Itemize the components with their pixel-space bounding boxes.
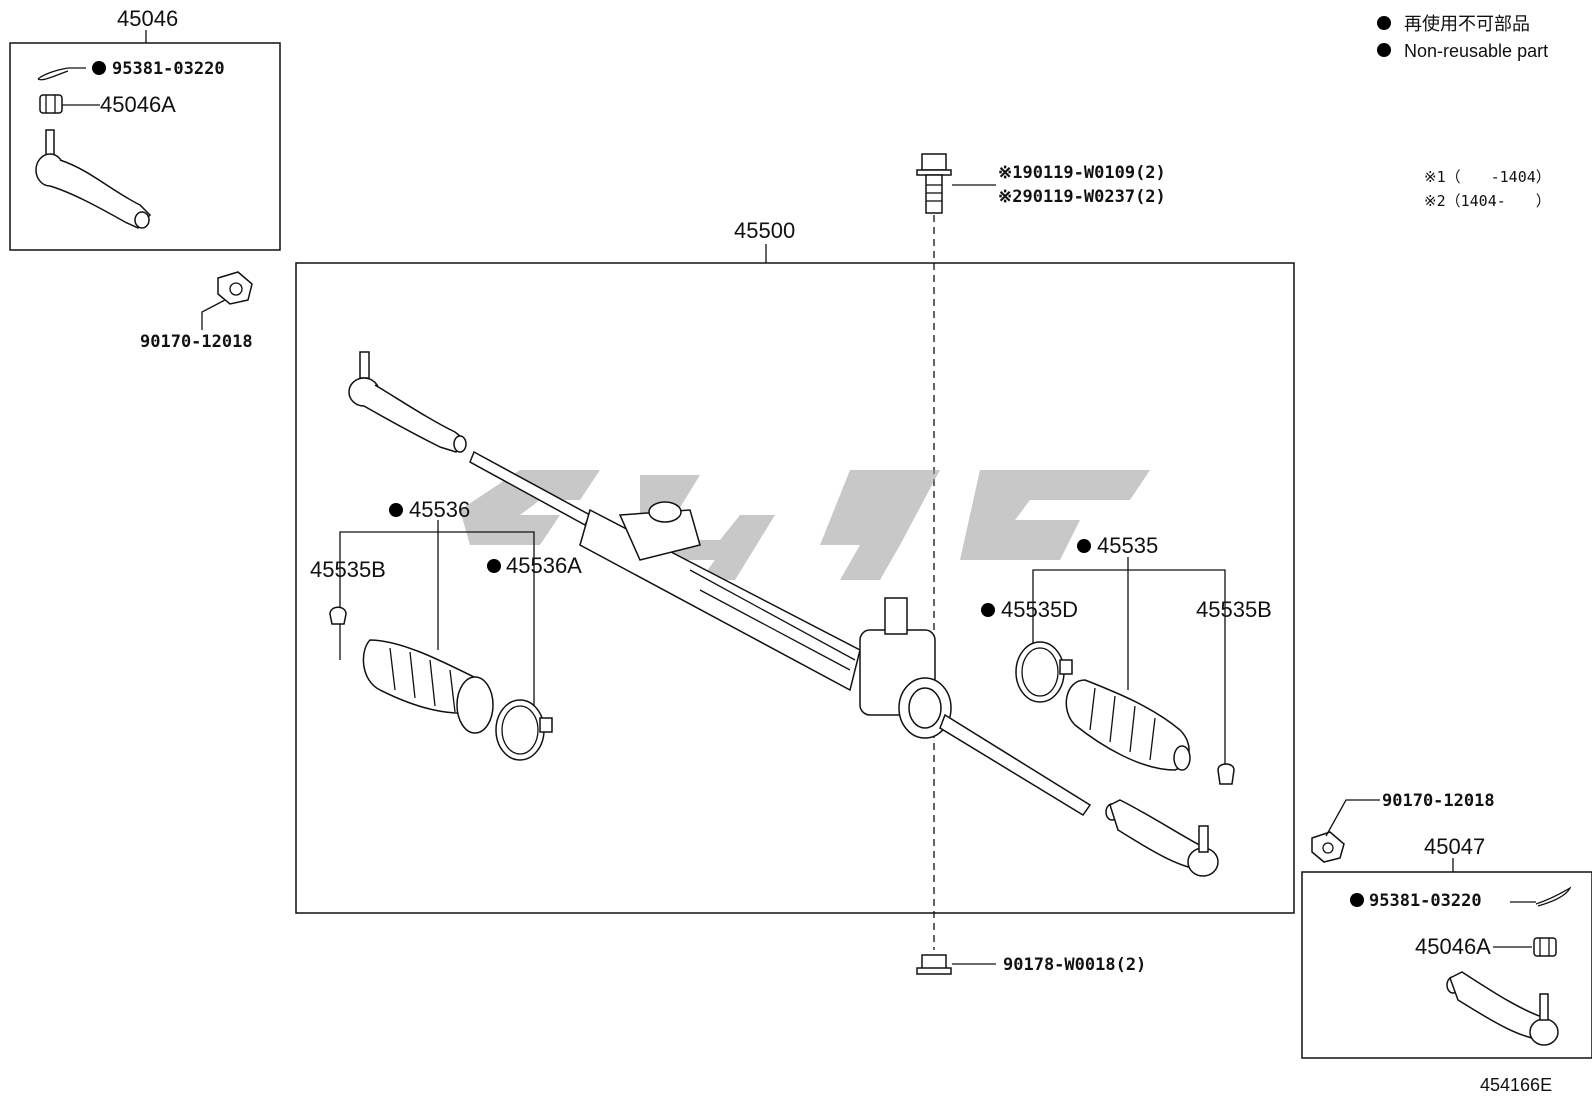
hex-nut-icon (217, 271, 253, 305)
callout-45536: 45536 (409, 497, 470, 522)
callout-45047: 45047 (1424, 834, 1485, 859)
non-reusable-marker-icon (981, 603, 995, 617)
callout-45046A-bottom: 45046A (1415, 934, 1491, 959)
castle-nut-icon (39, 94, 63, 114)
callout-45536A: 45536A (506, 553, 582, 578)
callout-bolt-2: ※290119-W0237(2) (998, 187, 1166, 207)
callout-90178-W0018: 90178-W0018(2) (1003, 955, 1146, 975)
steering-rack-icon (469, 450, 1092, 817)
callout-45535: 45535 (1097, 533, 1158, 558)
callout-90170-12018-right: 90170-12018 (1382, 791, 1495, 811)
callout-45535B-rh: 45535B (1196, 597, 1272, 622)
cotter-pin-icon (1535, 886, 1572, 907)
callout-45500: 45500 (734, 218, 795, 243)
inset-box-tie-rod-rh (1301, 871, 1592, 1059)
clamp-lh-icon (495, 699, 553, 761)
non-reusable-marker-icon (487, 559, 501, 573)
castle-nut-icon (1533, 937, 1557, 957)
non-reusable-marker-icon (1377, 16, 1391, 30)
callout-95381-03220-top: 95381-03220 (112, 59, 225, 79)
flange-nut-icon (916, 954, 952, 975)
clip-lh-icon (329, 606, 347, 625)
flange-bolt-icon (916, 153, 952, 214)
callout-45046A-top: 45046A (100, 92, 176, 117)
legend-label-en: Non-reusable part (1404, 41, 1548, 61)
non-reusable-marker-icon (1077, 539, 1091, 553)
diagram-id: 454166E (1480, 1075, 1552, 1095)
callout-45535B-lh: 45535B (310, 557, 386, 582)
callout-45535D: 45535D (1001, 597, 1078, 622)
non-reusable-marker-icon (92, 61, 106, 75)
boot-lh-icon (362, 639, 494, 734)
cotter-pin-icon (37, 67, 86, 80)
clip-rh-icon (1217, 763, 1235, 785)
non-reusable-marker-icon (1350, 893, 1364, 907)
main-assembly-box (295, 262, 1295, 914)
non-reusable-marker-icon (1377, 43, 1391, 57)
callout-90170-12018-left: 90170-12018 (140, 332, 253, 352)
tie-rod-end-rh-main-icon (1105, 799, 1219, 877)
callout-bolt-1: ※190119-W0109(2) (998, 163, 1166, 183)
callout-95381-03220-bottom: 95381-03220 (1369, 891, 1482, 911)
tie-rod-end-lh-icon (35, 129, 152, 229)
legend-label-ja: 再使用不可部品 (1404, 14, 1530, 34)
note-2: ※2（1404- ） (1424, 192, 1551, 210)
inset-box-tie-rod-lh (9, 42, 281, 251)
clamp-rh-icon (1015, 641, 1073, 703)
tie-rod-end-lh-main-icon (348, 351, 467, 453)
callout-45046: 45046 (117, 6, 178, 31)
note-1: ※1（ -1404） (1424, 168, 1551, 186)
tie-rod-end-rh-icon (1446, 971, 1559, 1046)
boot-rh-icon (1065, 679, 1191, 771)
hex-nut-icon (1311, 831, 1345, 863)
non-reusable-marker-icon (389, 503, 403, 517)
